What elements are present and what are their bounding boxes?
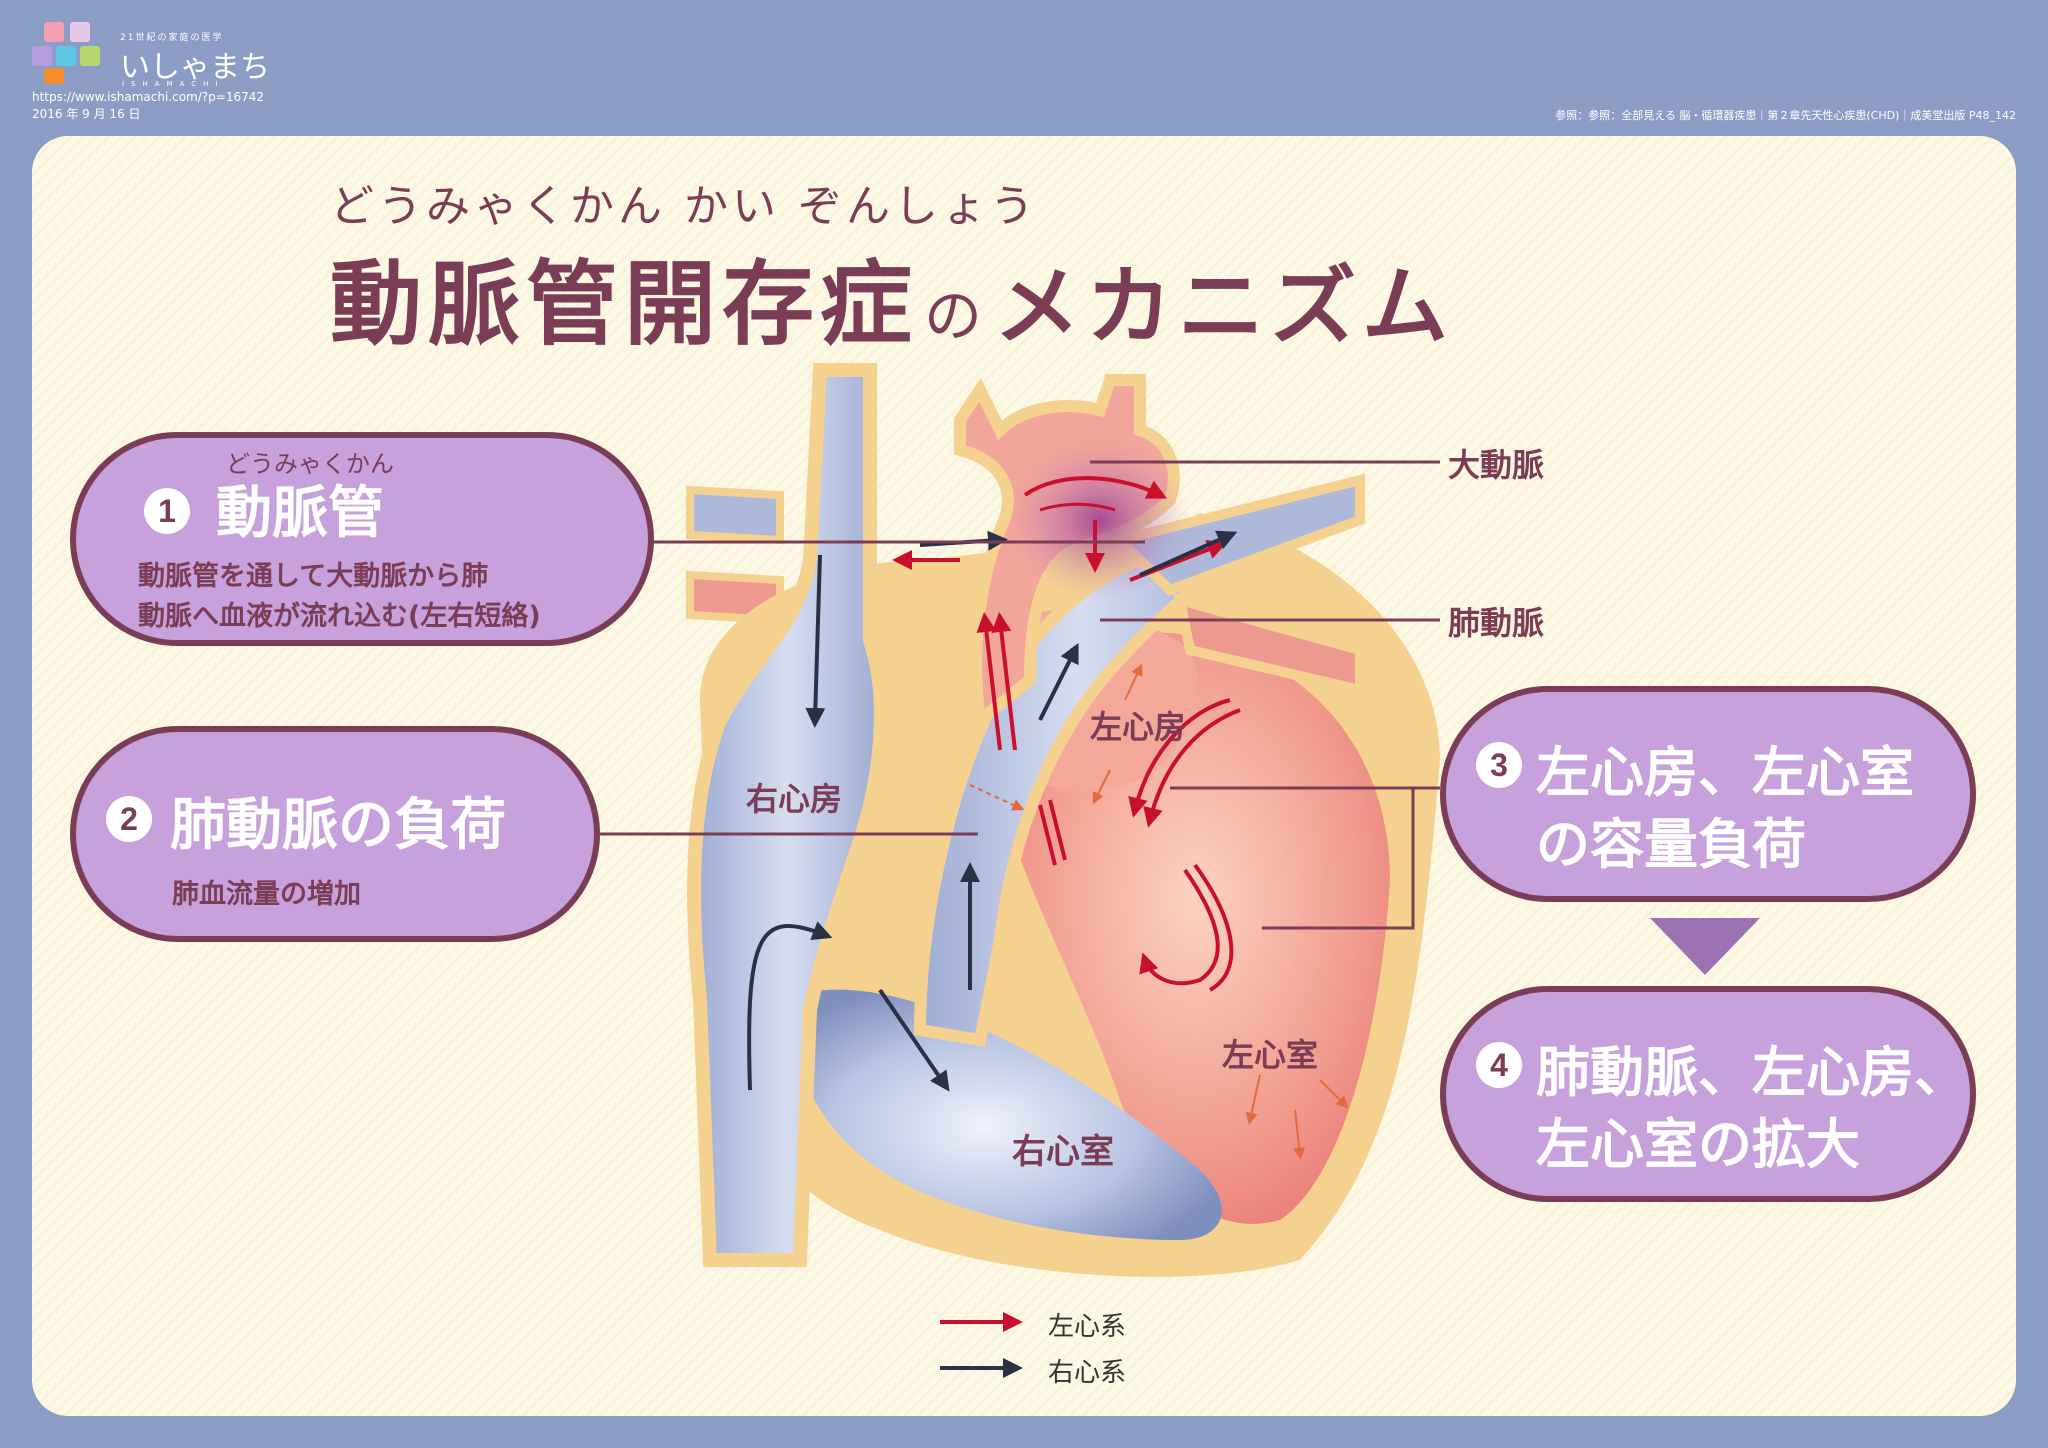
brand-roman: ISHAMACHI	[122, 80, 225, 88]
brand-name: いしゃまち	[120, 50, 270, 85]
title-suffix: メカニズム	[994, 256, 1455, 357]
callout-dilation: 4 肺動脈、左心房、 左心室の拡大	[1440, 986, 1976, 1202]
callout-title-line1: 肺動脈、左心房、	[1536, 1041, 1968, 1104]
legend-left-heart: 左心系	[1048, 1312, 1127, 1342]
callout-desc-line2: 動脈へ血液が流れ込む(左右短絡)	[138, 601, 541, 632]
legend-right-heart: 右心系	[1048, 1358, 1127, 1388]
callout-volume-load: 3 左心房、左心室 の容量負荷	[1440, 686, 1976, 902]
callout-title: 動脈管	[216, 481, 384, 546]
callout-desc-line1: 肺血流量の増加	[172, 879, 361, 910]
logo: 21世紀の家庭の医学 いしゃまち ISHAMACHI	[30, 20, 350, 130]
title-particle: の	[924, 282, 989, 350]
label-right-ventricle: 右心室	[1012, 1132, 1114, 1172]
label-left-atrium: 左心房	[1090, 708, 1187, 746]
label-left-ventricle: 左心室	[1222, 1036, 1319, 1074]
publish-date: 2016 年 9 月 16 日	[32, 107, 141, 121]
title-main: 動脈管開存症	[330, 250, 919, 358]
callout-title-line2: の容量負荷	[1536, 813, 1806, 876]
callout-number: 2	[106, 796, 152, 842]
logo-mark-icon	[32, 22, 100, 84]
callout-pulmonary-load: 2 肺動脈の負荷 肺血流量の増加	[70, 726, 600, 942]
title-ruby: どうみゃくかん かい ぞんしょう	[330, 181, 1038, 232]
reference-citation: 参照：参照：全部見える 脳・循環器疾患｜第２章先天性心疾患(CHD)｜成美堂出版…	[1555, 109, 2016, 122]
callout-desc-line1: 動脈管を通して大動脈から肺	[138, 561, 489, 592]
label-right-atrium: 右心房	[746, 780, 843, 818]
callout-ruby: どうみゃくかん	[226, 450, 394, 478]
callout-number: 3	[1476, 742, 1522, 788]
callout-title: 肺動脈の負荷	[170, 793, 506, 858]
page-title: 動脈管開存症のメカニズム	[330, 230, 1454, 363]
brand-tagline: 21世紀の家庭の医学	[120, 33, 224, 43]
label-pulmonary-artery: 肺動脈	[1448, 604, 1545, 642]
callout-number: 4	[1476, 1042, 1522, 1088]
callout-title-line2: 左心室の拡大	[1536, 1113, 1860, 1176]
callout-title-line1: 左心房、左心室	[1536, 741, 1914, 804]
callout-number: 1	[144, 488, 190, 534]
source-url[interactable]: https://www.ishamachi.com/?p=16742	[32, 90, 264, 104]
callout-ductus-arteriosus: 1 どうみゃくかん 動脈管 動脈管を通して大動脈から肺 動脈へ血液が流れ込む(左…	[70, 432, 654, 646]
label-aorta: 大動脈	[1448, 446, 1545, 484]
